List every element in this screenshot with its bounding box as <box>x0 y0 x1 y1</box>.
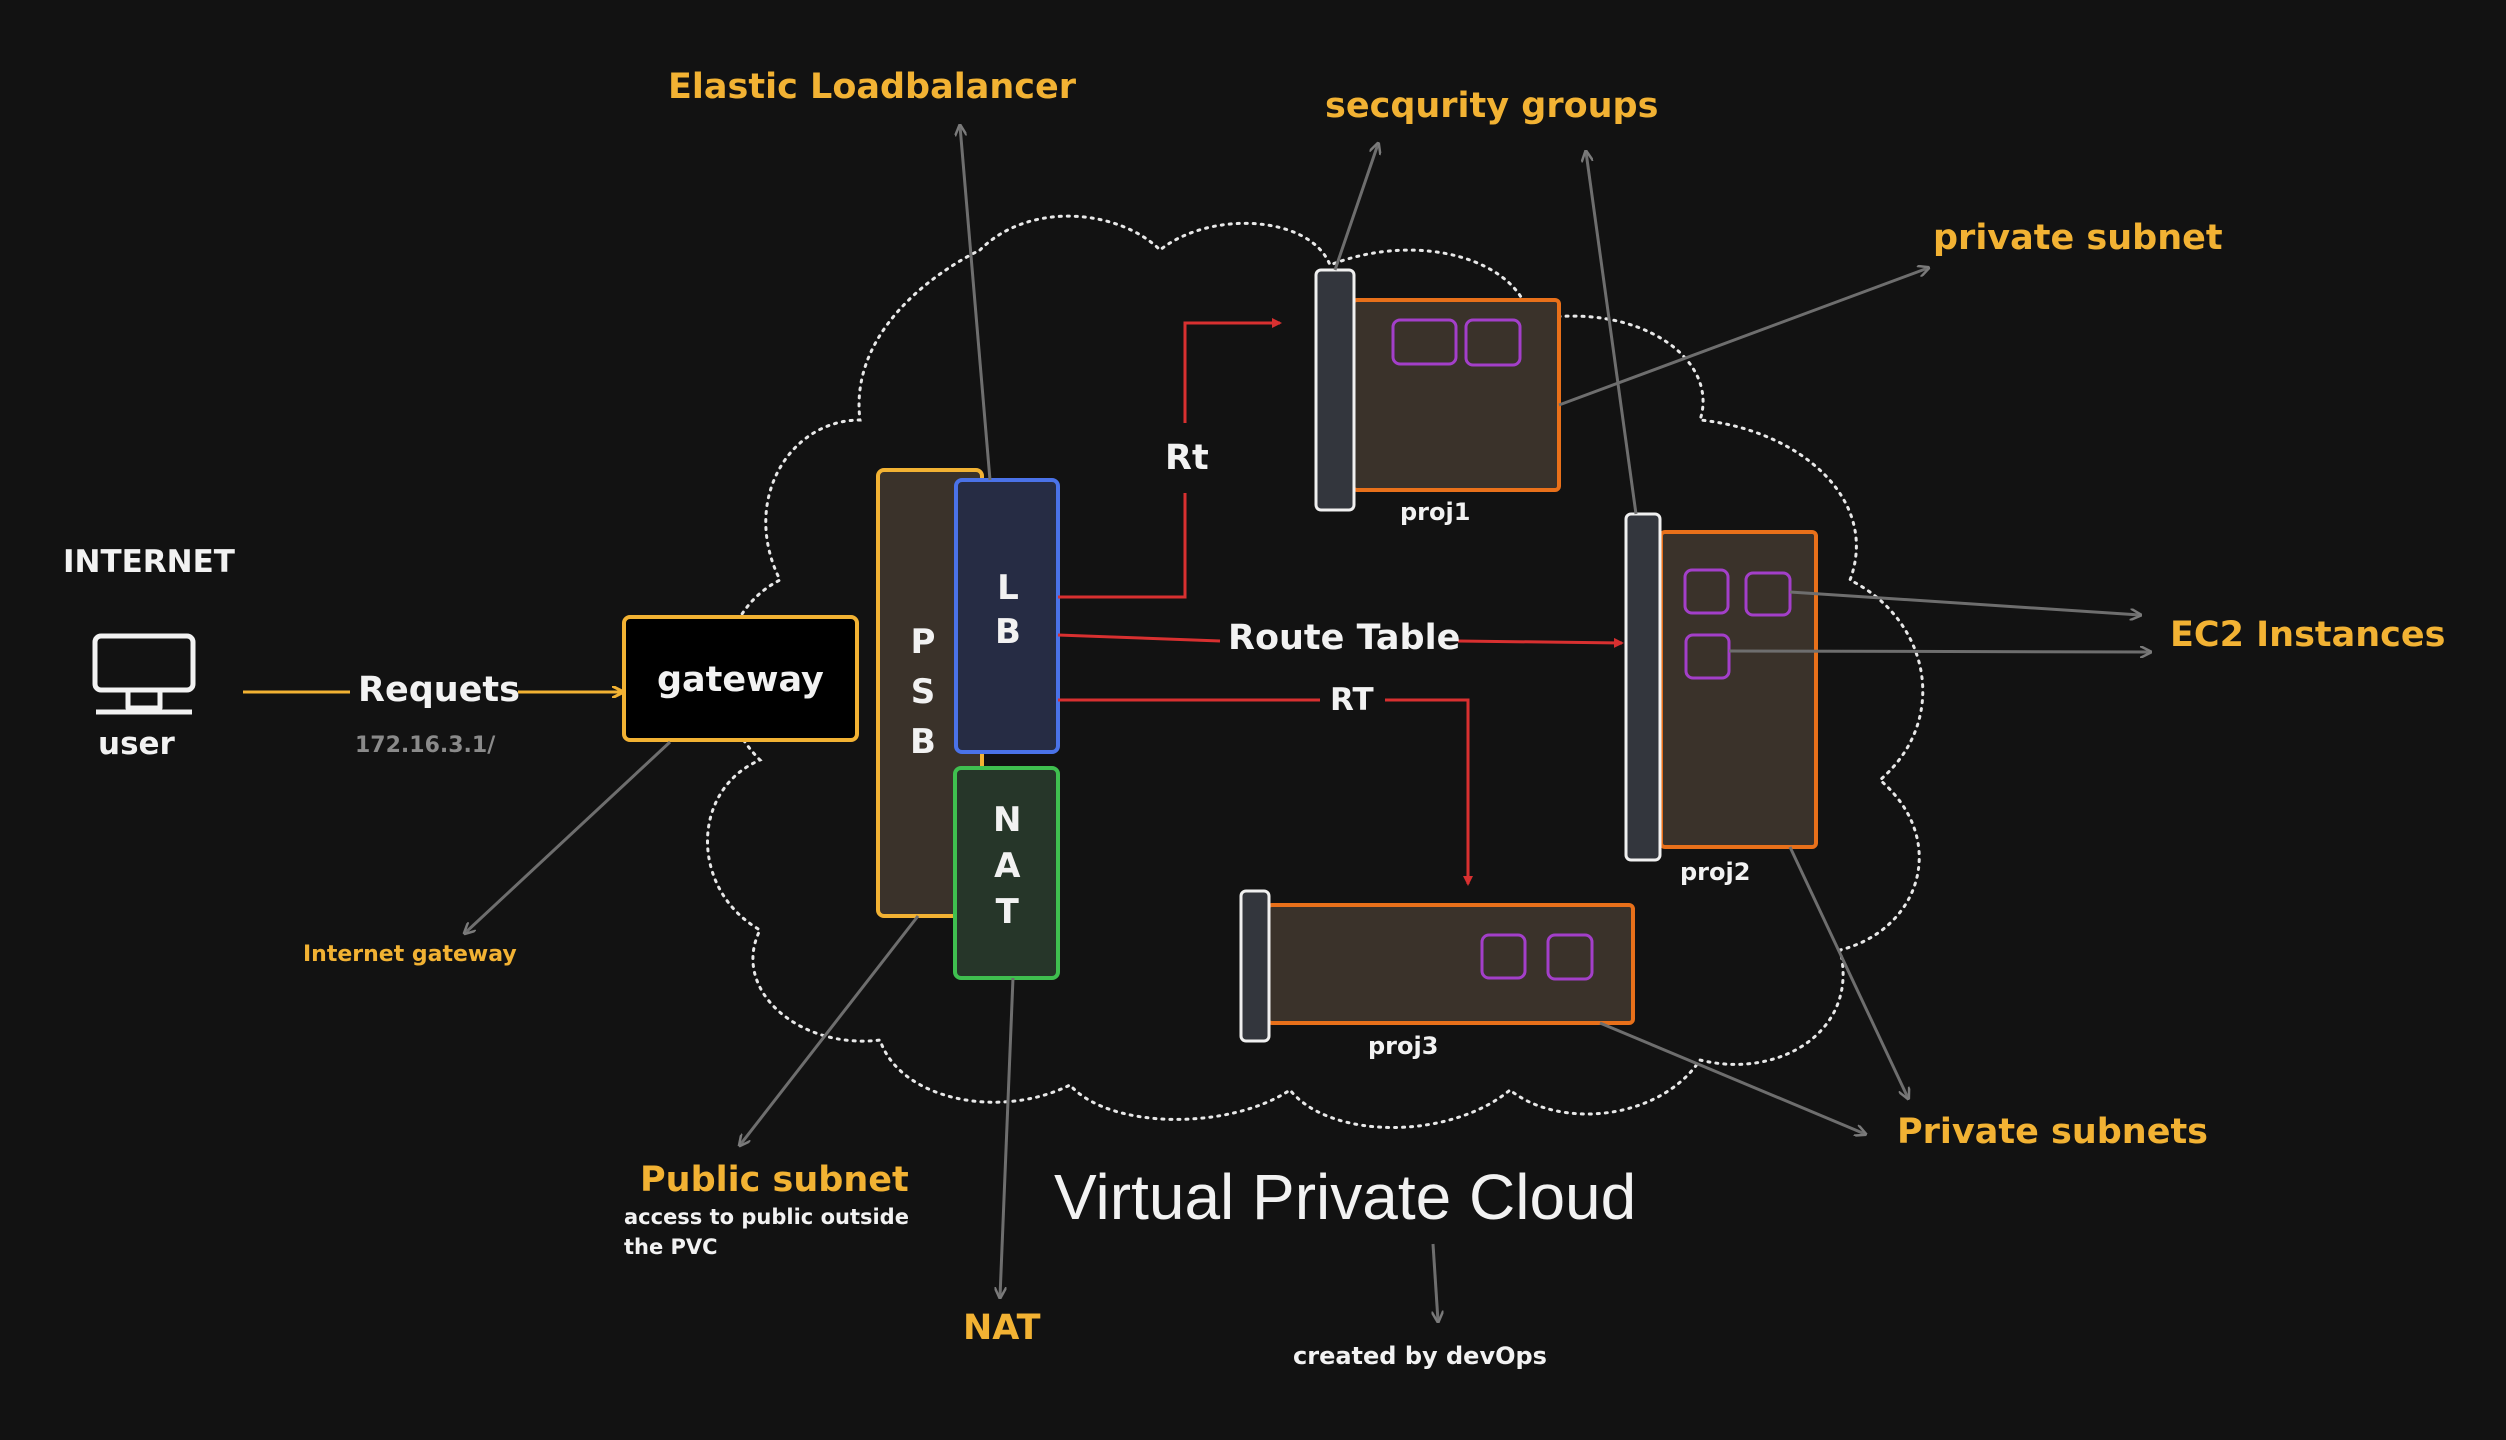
proj3-instance <box>1480 933 1527 980</box>
public-subnet-note-line1: access to public outside <box>624 1205 909 1229</box>
route-arrow-proj1-lower <box>1058 493 1187 599</box>
route-arrow-proj3-right <box>1385 698 1473 886</box>
nat-letter: N <box>993 800 1022 840</box>
nat-letter: A <box>994 846 1021 886</box>
pointer-internet-gateway <box>465 740 672 933</box>
public-subnet-letter: P <box>910 622 936 662</box>
proj2-instance <box>1744 571 1792 617</box>
proj1-instance <box>1464 318 1522 367</box>
pointer-private-subnet <box>1558 268 1928 407</box>
annotation-public-subnet: Public subnet <box>640 1160 909 1200</box>
route-arrow-proj2-left <box>1057 633 1221 643</box>
pointer-elastic-lb <box>960 126 992 481</box>
pointer-security-groups-2 <box>1586 152 1638 515</box>
route-table-label: Route Table <box>1228 618 1461 658</box>
pointer-private-subnets-2 <box>1599 1021 1865 1134</box>
pointer-security-groups-1 <box>1333 144 1378 271</box>
annotation-private-subnets: Private subnets <box>1897 1112 2209 1152</box>
proj2-label: proj2 <box>1680 858 1751 886</box>
proj3-label: proj3 <box>1368 1032 1439 1060</box>
route-label-rt-lower: RT <box>1330 682 1374 718</box>
nat-letters: N A T <box>993 800 1021 932</box>
annotation-private-subnet: private subnet <box>1933 218 2223 258</box>
monitor-icon <box>92 633 196 715</box>
annotation-security-groups: secqurity groups <box>1325 86 1659 126</box>
pointer-public-subnet <box>740 915 920 1145</box>
proj2-instance <box>1683 568 1730 615</box>
annotation-nat: NAT <box>963 1308 1041 1348</box>
proj3-security-group-bar <box>1239 889 1271 1043</box>
public-subnet-letter: B <box>910 722 936 762</box>
proj3-instance <box>1546 933 1594 981</box>
lb-letters: L B <box>995 568 1021 652</box>
load-balancer-box <box>954 478 1060 754</box>
pointer-ec2-2 <box>1728 651 2150 652</box>
proj3-subnet-box <box>1266 903 1635 1025</box>
user-label: user <box>98 726 175 762</box>
route-arrow-proj2-right <box>1457 637 1624 648</box>
proj2-instance <box>1684 633 1731 680</box>
annotation-internet-gateway: Internet gateway <box>303 942 517 967</box>
pointer-private-subnets-1 <box>1788 846 1908 1098</box>
created-by-label: created by devOps <box>1293 1342 1547 1370</box>
gateway-box <box>622 615 859 742</box>
public-subnet-note-line2: the PVC <box>624 1235 718 1259</box>
proj2-security-group-bar <box>1624 512 1662 862</box>
public-subnet-letter: S <box>910 672 936 712</box>
route-arrow-proj1-upper <box>1183 318 1282 423</box>
lb-letter: L <box>997 568 1019 608</box>
lb-letter: B <box>995 612 1021 652</box>
request-label: Requets <box>358 670 520 710</box>
public-subnet-letters: P S B <box>910 622 936 762</box>
gateway-label: gateway <box>657 660 824 700</box>
vpc-title: Virtual Private Cloud <box>1054 1161 1637 1233</box>
vpc-cloud-outline <box>706 214 1925 1129</box>
proj1-instance <box>1391 318 1458 366</box>
nat-box <box>953 766 1060 980</box>
annotation-ec2-instances: EC2 Instances <box>2170 615 2446 655</box>
annotation-elastic-lb: Elastic Loadbalancer <box>668 67 1076 107</box>
pointer-ec2-1 <box>1789 590 2140 615</box>
pointer-created-by <box>1433 1243 1438 1321</box>
proj1-security-group-bar <box>1314 268 1356 512</box>
pointer-nat <box>1000 977 1015 1297</box>
nat-letter: T <box>995 892 1019 932</box>
request-ip: 172.16.3.1/ <box>355 733 496 758</box>
route-label-rt-upper: Rt <box>1165 438 1209 478</box>
proj1-label: proj1 <box>1400 498 1471 526</box>
internet-heading: INTERNET <box>63 544 235 580</box>
